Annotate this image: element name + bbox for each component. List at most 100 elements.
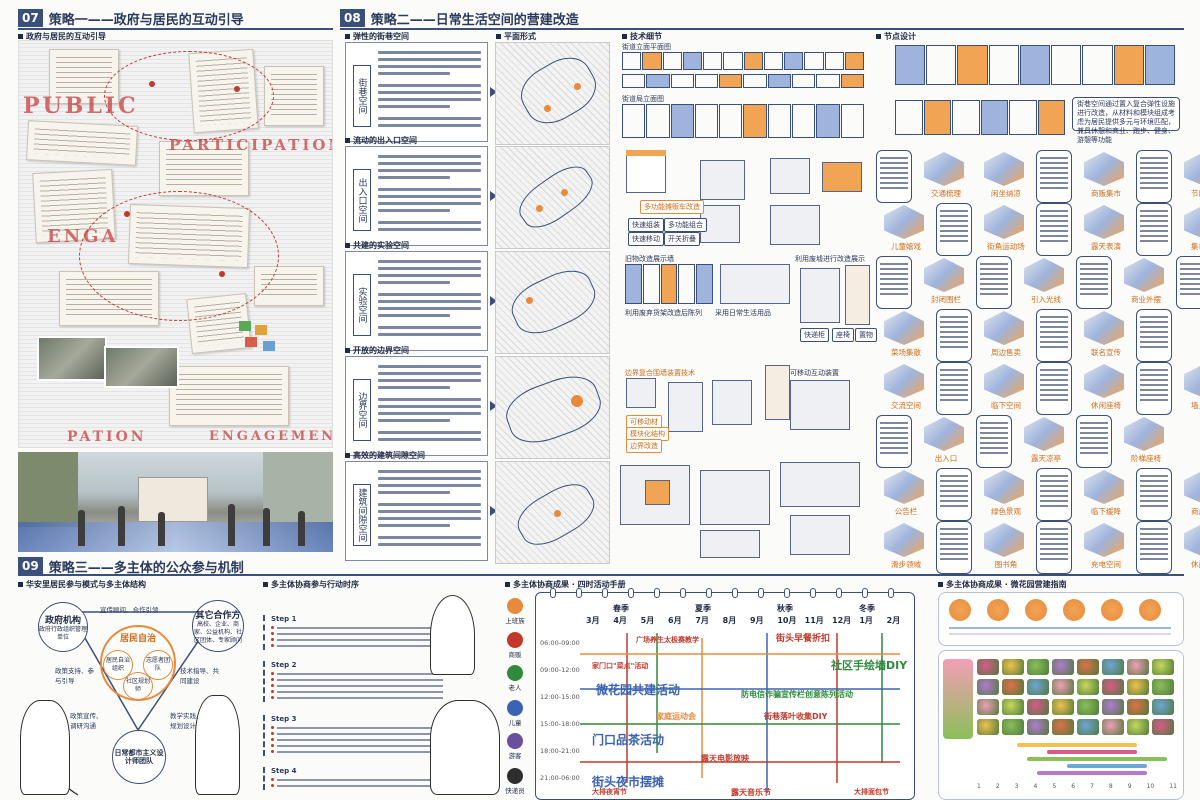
node-iso-icon [1084,470,1124,504]
node-iso-icon [884,470,924,504]
section-09-sub1: 华安里居民参与模式与多主体结构 [18,579,146,590]
node-design-item: 集市场所 [1176,203,1200,256]
node-text-bubble [1036,203,1072,256]
node-dot [149,81,155,87]
binder-ring [628,588,634,598]
plan-map-street [495,42,610,145]
section-09-number: 09 [18,557,43,575]
person-icon [507,665,523,681]
node-design-item: 充电空间 [1076,521,1136,574]
node-design-item: 儿童嬉戏 [876,203,936,256]
activity-track-line [580,688,900,690]
node-iso-icon [924,152,964,186]
strategy-vertical-label: 实验空间 [353,274,371,336]
time-slot-label: 12:00-15:00 [540,693,580,701]
plant-swatch [1152,719,1174,735]
node-text-bubble [1076,256,1112,309]
vendor-cart [626,155,666,193]
bloom-period-bar [1067,764,1147,768]
connection-arc [79,191,279,321]
level-tick: 7 [1090,783,1094,790]
activity-event: 防电信诈骗宣传栏创意陈列活动 [741,690,853,699]
month-label: 6月 [668,616,682,625]
timeline-step: Step 1 [263,615,443,650]
strategy-box-entrance: 出入口空间 [345,146,488,246]
binder-ring [706,588,712,598]
node-dot [219,271,225,277]
node-text-bubble [876,415,912,468]
binder-ring [758,588,764,598]
strategy-vertical-label: 出入口空间 [353,169,371,231]
level-tick: 3 [1014,783,1019,790]
node-text-bubble [1036,150,1072,203]
node-design-item: 绿色景观 [976,468,1036,521]
activity-track-line [580,653,900,655]
level-tick: 4 [1033,783,1038,790]
cart-feature-tag: 多功能组合 [664,218,707,232]
person-icon [507,632,523,648]
role-icon-group: 上班族 [500,598,530,625]
node-iso-icon [884,364,924,398]
node-iso-icon [1184,523,1200,557]
month-label: 11月 [804,616,824,625]
person-sketch [430,595,475,675]
document-card [159,141,249,196]
org-sub-node: 社区规划师 [123,672,153,700]
level-tick: 10 [1146,783,1155,790]
locker-cabinet [845,265,870,325]
node-text-bubble [1176,256,1200,309]
plant-swatch [977,699,999,715]
node-iso-icon [1184,364,1200,398]
interactive-device [790,380,850,430]
node-text-bubble [936,521,972,574]
vendor-cart [700,160,745,200]
month-label: 2月 [886,616,901,625]
node-design-item: 引入光线 [1016,256,1076,309]
node-text-bubble [1036,521,1072,574]
org-node-gov: 政府机构政府行政组织管理单位 [38,602,88,652]
activity-event: 大排夜宵节 [592,788,627,796]
node-caption: 交流空间 [891,401,921,410]
node-text-bubble [976,256,1012,309]
month-label: 12月 [832,616,852,625]
section-09-title: 策略三——多主体的公众参与机制 [48,560,244,576]
strategy-vertical-label: 边界空间 [353,379,371,441]
node-caption: 充电空间 [1091,560,1121,569]
shelf-label-2: 利用废弃货架改造后陈列 [625,309,702,317]
node-caption: 休闲绿地 [1191,560,1200,569]
node-text-bubble [976,415,1012,468]
node-iso-icon [1084,311,1124,345]
role-label: 儿童 [508,719,522,727]
guide-step-icon [987,599,1009,621]
strategy-vertical-label: 街巷空间 [353,65,371,127]
node-caption: 节庆集会 [1191,189,1200,198]
node-text-bubble [1036,309,1072,362]
node-design-item: 图书角 [976,521,1036,574]
guide-steps-panel [938,592,1184,646]
role-label: 商贩 [508,651,522,659]
node-text-bubble [936,468,972,521]
plant-swatch [1077,659,1099,675]
role-icon-group: 儿童 [500,700,530,727]
boundary-panel [765,365,790,420]
role-label: 老人 [508,684,522,692]
node-caption: 图书角 [994,560,1018,569]
activity-track-line [836,633,838,783]
plan-node-dot [544,105,551,112]
role-icon-group: 老人 [500,665,530,692]
vendor-cart [770,158,810,194]
building-right [263,452,333,522]
node-iso-icon [984,523,1024,557]
node-design-item: 周边售卖 [976,309,1036,362]
facade-strip [622,74,864,88]
month-label: 10月 [777,616,797,625]
guide-step-icon [1025,599,1047,621]
activity-event: 门口品茶活动 [592,733,665,747]
cabinet-tag: 快递柜 [800,328,829,342]
person-figure [228,504,235,546]
person-figure [263,508,270,546]
node-caption: 商业外摆 [1131,295,1161,304]
binder-ring [550,588,556,598]
plant-swatch [1127,679,1149,695]
